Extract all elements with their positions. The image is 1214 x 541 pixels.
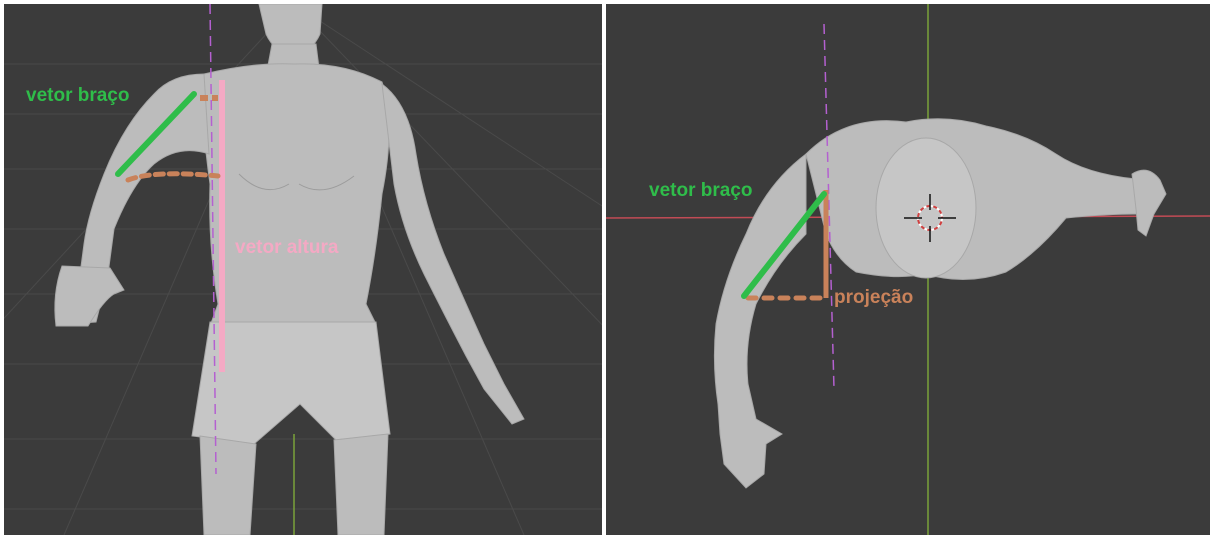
front-view-canvas [4,4,602,535]
top-arm-vector-label: vetor braço [649,181,752,200]
projection-dashed-front [128,174,218,180]
human-model-front [55,4,524,535]
human-model-top [714,119,1166,488]
front-arm-vector-label: vetor braço [26,86,129,105]
top-view-panel: vetor braço projeção [606,4,1210,535]
front-view-panel: vetor braço vetor altura [4,4,602,535]
height-vector-label: vetor altura [235,238,338,257]
projection-label: projeção [834,288,913,307]
top-view-canvas [606,4,1210,535]
